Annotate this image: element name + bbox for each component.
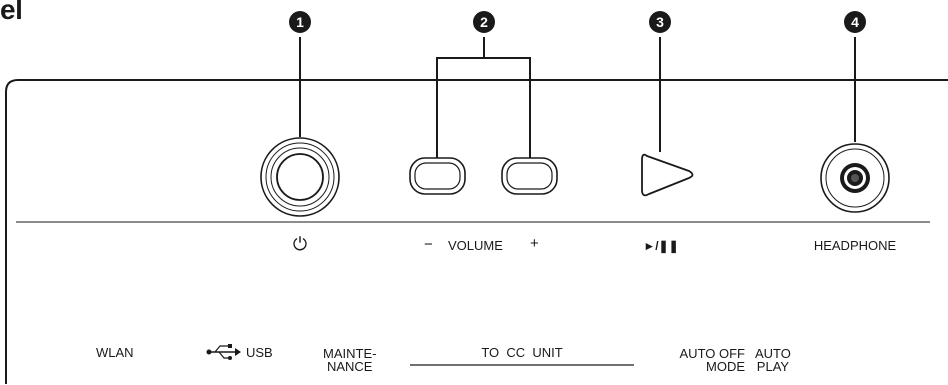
play-pause-button[interactable] <box>641 153 694 197</box>
usb-icon <box>206 344 241 360</box>
callout-2-badge: 2 <box>473 11 495 33</box>
auto-play-line2: PLAY <box>756 359 790 374</box>
callout-4-badge: 4 <box>844 11 866 33</box>
volume-label: VOLUME <box>448 238 503 253</box>
power-symbol: ⏻ <box>292 234 308 254</box>
wlan-label: WLAN <box>96 345 134 360</box>
usb-label: USB <box>246 345 273 360</box>
auto-off-line1: AUTO OFF <box>679 346 745 361</box>
callout-2-leader <box>436 57 531 158</box>
volume-down-button[interactable] <box>409 157 466 195</box>
play-pause-label: ►/❚❚ <box>643 239 679 253</box>
auto-play-line1: AUTO <box>755 346 791 361</box>
maintenance-label: MAINTE- NANCE <box>323 347 376 373</box>
auto-off-mode-label: AUTO OFF MODE <box>675 347 745 373</box>
to-cc-unit-label: TO CC UNIT <box>481 345 563 360</box>
callout-3-number: 3 <box>656 14 664 30</box>
callout-3-badge: 3 <box>649 11 671 33</box>
headphone-jack[interactable] <box>820 143 890 213</box>
callout-1-badge: 1 <box>289 11 311 33</box>
panel-outline <box>5 79 948 384</box>
maintenance-line1: MAINTE- <box>323 346 377 361</box>
callout-4-number: 4 <box>851 14 859 30</box>
volume-minus-label: − <box>424 236 433 253</box>
callout-2-number: 2 <box>480 14 488 30</box>
volume-up-button[interactable] <box>501 157 558 195</box>
auto-off-line2: MODE <box>706 359 745 374</box>
volume-plus-label: + <box>530 235 539 252</box>
auto-play-label: AUTO PLAY <box>755 347 791 373</box>
headphone-label: HEADPHONE <box>813 238 897 253</box>
maintenance-line2: NANCE <box>326 359 373 374</box>
power-button[interactable] <box>260 137 340 217</box>
callout-1-number: 1 <box>296 14 304 30</box>
heading-fragment: el <box>0 0 23 25</box>
